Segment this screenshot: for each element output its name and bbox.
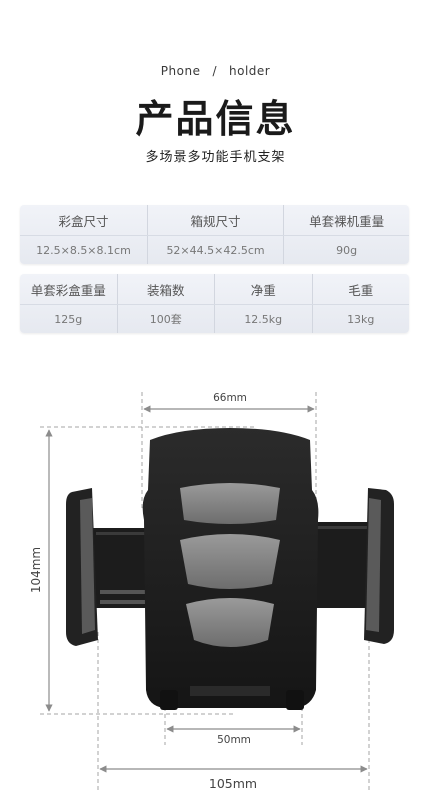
spec-table-value-row: 12.5×8.5×8.1cm 52×44.5×42.5cm 90g [20,236,409,264]
value-unit-net-weight: 90g [283,236,409,264]
header-unit-net-weight: 单套裸机重量 [283,205,409,235]
header-unit-box-weight: 单套彩盒重量 [30,282,106,298]
value-gross-weight: 13kg [311,305,410,333]
value-pack-quantity: 100套 [116,305,215,333]
eyebrow-separator: / [212,64,217,78]
header-pack-quantity: 装箱数 [116,274,215,304]
dimension-arrows [45,405,368,773]
eyebrow-label: Phone / holder [0,64,431,78]
spec-table-header-row: 彩盒尺寸 箱规尺寸 单套裸机重量 [20,205,409,236]
eyebrow-phone: Phone [160,64,201,78]
spec-table-dimensions: 彩盒尺寸 箱规尺寸 单套裸机重量 12.5×8.5×8.1cm 52×44.5×… [20,205,409,264]
value-unit-box-weight: 125g [54,312,83,326]
dim-label-height: 104mm [29,547,43,593]
spec-table-weights: 单套彩盒重量 装箱数 净重 毛重 125g 100套 12.5kg 13kg [20,274,409,333]
page-title: 产品信息 [135,97,296,141]
holder-dimension-diagram: 66mm 104mm 50mm 105mm [29,392,394,791]
dim-label-bottom-width: 50mm [217,734,251,746]
value-carton-size: 52×44.5×42.5cm [146,236,283,264]
page-subtitle: 多场景多功能手机支架 [145,150,286,165]
header-color-box-size: 彩盒尺寸 [58,213,109,229]
header-carton-size: 箱规尺寸 [146,205,283,235]
value-net-weight: 12.5kg [214,305,312,333]
spec-table-value-row: 125g 100套 12.5kg 13kg [20,305,409,333]
header-net-weight: 净重 [214,274,312,304]
value-color-box-size: 12.5×8.5×8.1cm [36,243,131,257]
dim-label-overall-width: 105mm [209,776,257,791]
header-gross-weight: 毛重 [311,274,410,304]
dimension-guides [40,392,370,790]
dim-label-top-width: 66mm [213,392,247,404]
spec-table-header-row: 单套彩盒重量 装箱数 净重 毛重 [20,274,409,305]
eyebrow-holder: holder [229,64,271,78]
phone-holder-illustration [66,428,394,710]
